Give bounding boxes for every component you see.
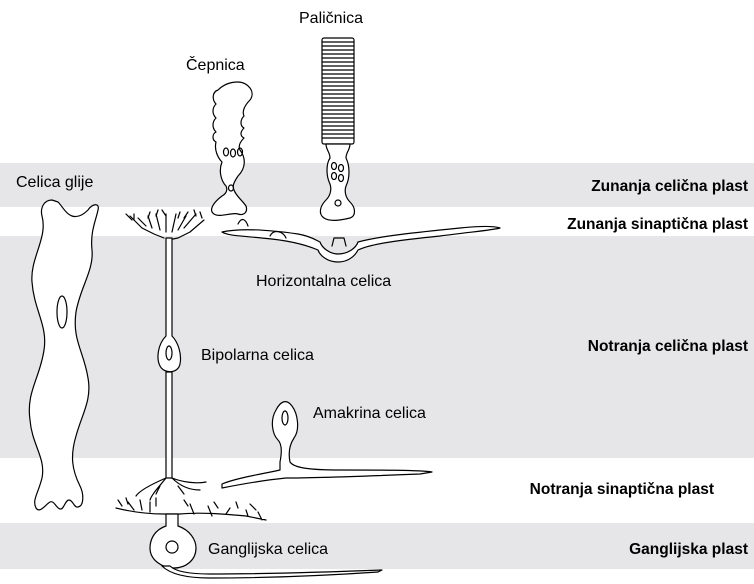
bipolar-cell-label: Bipolarna celica xyxy=(201,347,314,365)
horizontal-cell xyxy=(222,220,500,262)
outer-plexiform-layer-label: Zunanja sinaptična plast xyxy=(567,216,748,234)
ganglion-layer-label: Ganglijska plast xyxy=(629,541,748,559)
inner-nuclear-layer-label: Notranja celična plast xyxy=(588,338,748,356)
glial-nucleus xyxy=(57,296,67,328)
glial-cell xyxy=(29,200,98,510)
cone-label: Čepnica xyxy=(186,57,245,75)
inner-plexiform-layer-label: Notranja sinaptična plast xyxy=(530,481,714,499)
cone-cell xyxy=(212,82,253,215)
glial-cell-label: Celica glije xyxy=(16,174,93,192)
bipolar-cell xyxy=(126,210,206,500)
amacrine-cell-label: Amakrina celica xyxy=(313,405,426,423)
rod-cell xyxy=(320,38,354,220)
ganglion-cell-label: Ganglijska celica xyxy=(208,541,328,559)
ganglion-cell xyxy=(116,498,382,578)
rod-label: Paličnica xyxy=(299,10,363,28)
outer-nuclear-layer-label: Zunanja celična plast xyxy=(591,178,748,196)
horizontal-cell-label: Horizontalna celica xyxy=(256,273,391,291)
